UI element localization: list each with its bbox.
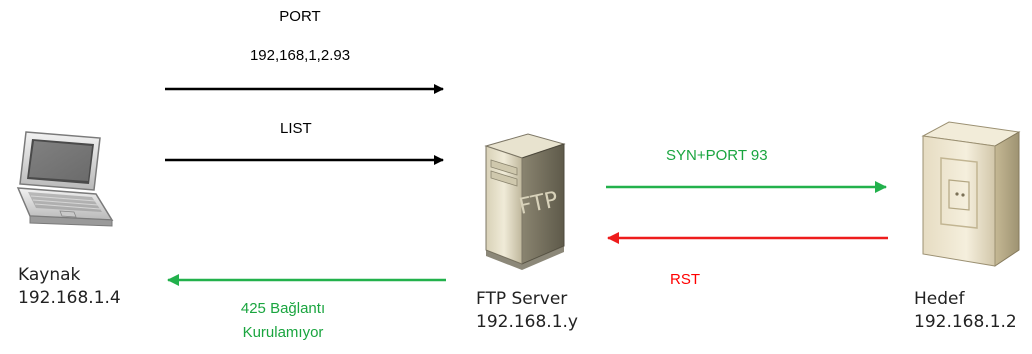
server-tower-icon (921, 121, 1021, 267)
laptop-icon (16, 131, 114, 227)
target-node-label: Hedef 192.168.1.2 (914, 288, 1017, 334)
server-name: FTP Server (476, 289, 568, 309)
port-value-label: 192,168,1,2.93 (249, 47, 351, 64)
rst-label: RST (670, 271, 700, 288)
port-label: PORT (279, 8, 321, 25)
list-label: LIST (280, 120, 312, 137)
target-ip: 192.168.1.2 (914, 312, 1017, 332)
source-name: Kaynak (18, 265, 81, 285)
target-name: Hedef (914, 289, 965, 309)
server-node-label: FTP Server 192.168.1.y (476, 288, 578, 334)
source-ip: 192.168.1.4 (18, 288, 121, 308)
source-node-label: Kaynak 192.168.1.4 (18, 264, 121, 310)
ftp-server-icon: FTP (484, 133, 566, 270)
error-label-line2: Kurulamıyor (242, 324, 324, 341)
server-ip: 192.168.1.y (476, 312, 578, 332)
syn-label: SYN+PORT 93 (666, 147, 768, 164)
error-label-line1: 425 Bağlantı (240, 300, 326, 317)
